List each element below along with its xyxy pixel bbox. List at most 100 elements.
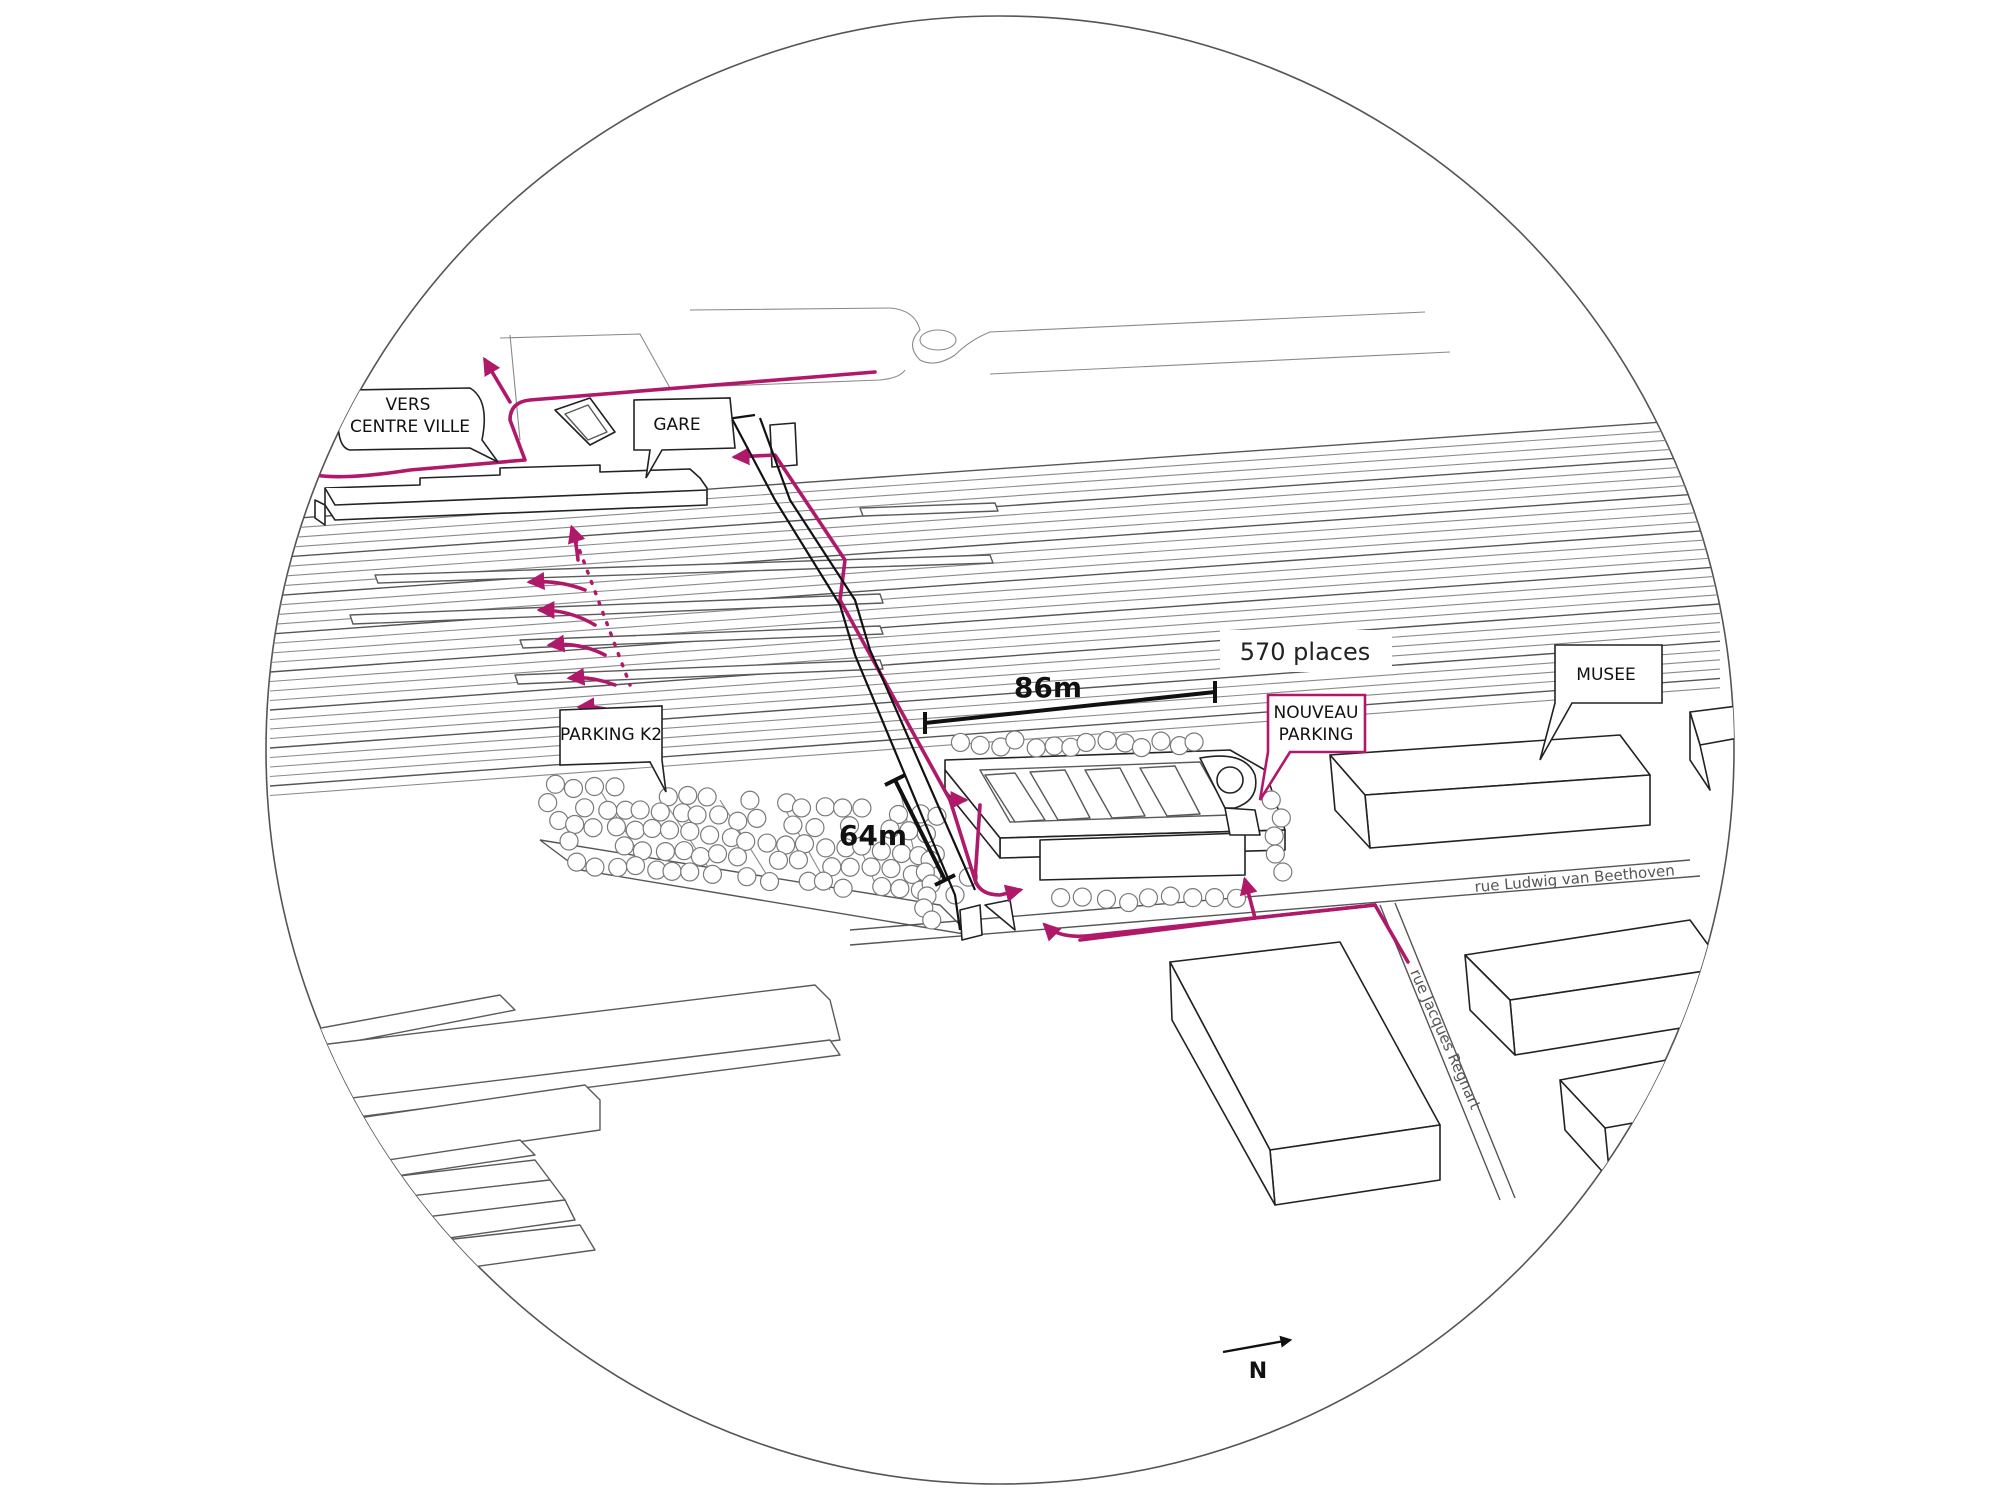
tree bbox=[658, 787, 678, 807]
rail-line bbox=[269, 519, 1721, 626]
tree bbox=[700, 825, 720, 845]
rail-line bbox=[269, 603, 1721, 711]
tree bbox=[1119, 892, 1139, 913]
tree bbox=[890, 879, 910, 899]
rail-line bbox=[269, 463, 1721, 569]
tree bbox=[662, 861, 682, 881]
tree bbox=[1051, 888, 1071, 908]
label-parking-k2: PARKING K2 bbox=[560, 725, 662, 745]
tree bbox=[655, 841, 676, 862]
tree bbox=[1264, 826, 1284, 846]
tree bbox=[1131, 737, 1152, 758]
tree bbox=[659, 820, 680, 840]
tree bbox=[757, 833, 777, 853]
tree bbox=[1160, 886, 1181, 906]
tree bbox=[736, 831, 756, 851]
trees-new-parking bbox=[914, 730, 1293, 930]
tree bbox=[815, 797, 835, 817]
tree bbox=[839, 816, 860, 836]
tree bbox=[1273, 862, 1293, 882]
tree bbox=[872, 876, 892, 897]
tree bbox=[709, 805, 729, 825]
tree bbox=[687, 805, 707, 825]
tree bbox=[642, 818, 662, 839]
rail-line bbox=[269, 501, 1721, 607]
tree bbox=[833, 878, 853, 898]
north-arrow-icon bbox=[1222, 1335, 1293, 1354]
rail-line bbox=[269, 547, 1721, 654]
label-vers: VERS bbox=[386, 395, 431, 415]
tree bbox=[614, 836, 634, 856]
tree bbox=[1261, 790, 1281, 810]
tree bbox=[794, 834, 815, 854]
tree bbox=[1115, 733, 1135, 753]
tree bbox=[707, 844, 728, 864]
tree bbox=[840, 857, 860, 877]
tree bbox=[768, 850, 789, 870]
tree bbox=[852, 798, 872, 818]
tree bbox=[1151, 731, 1171, 751]
tree bbox=[559, 831, 579, 851]
new-parking-building bbox=[944, 749, 1286, 941]
dimension-86m bbox=[923, 681, 1217, 734]
tree bbox=[881, 858, 901, 879]
tree bbox=[575, 798, 595, 818]
tree bbox=[697, 787, 717, 807]
callout-parking-k2 bbox=[559, 705, 667, 793]
tree bbox=[678, 785, 698, 806]
tree bbox=[584, 776, 605, 797]
rail-line bbox=[269, 631, 1721, 740]
tree bbox=[791, 798, 812, 818]
rail-line bbox=[269, 538, 1721, 645]
tree bbox=[788, 850, 809, 870]
tree bbox=[598, 800, 618, 820]
tree bbox=[747, 808, 767, 828]
north-arrow: N bbox=[1222, 1335, 1293, 1384]
places-label-bg bbox=[1220, 630, 1392, 672]
tree bbox=[861, 857, 881, 877]
label-parking: PARKING bbox=[1279, 725, 1354, 745]
tree bbox=[728, 811, 748, 831]
tree bbox=[625, 855, 646, 876]
station-building bbox=[314, 397, 798, 526]
tree bbox=[1072, 887, 1092, 907]
tree bbox=[650, 802, 670, 822]
tree bbox=[702, 864, 723, 884]
rail-line bbox=[269, 640, 1721, 749]
tree bbox=[565, 814, 585, 835]
label-north: N bbox=[1249, 1359, 1267, 1384]
rail-line bbox=[269, 556, 1721, 664]
tree bbox=[1265, 844, 1285, 864]
tree bbox=[816, 838, 836, 858]
tree bbox=[605, 777, 625, 797]
tree bbox=[625, 820, 645, 840]
tree bbox=[630, 800, 650, 820]
tree bbox=[1226, 888, 1247, 908]
tree bbox=[970, 735, 990, 755]
label-centre-ville: CENTRE VILLE bbox=[350, 417, 470, 437]
label-gare: GARE bbox=[653, 415, 700, 435]
rail-line bbox=[269, 473, 1721, 578]
label-64m: 64m bbox=[839, 819, 907, 852]
streets bbox=[849, 859, 1701, 1201]
tree bbox=[880, 819, 900, 839]
tree bbox=[583, 818, 603, 838]
tree bbox=[737, 867, 757, 887]
tree bbox=[759, 871, 780, 892]
tree bbox=[888, 804, 909, 825]
rail-line bbox=[269, 584, 1721, 692]
label-nouveau: NOUVEAU bbox=[1274, 703, 1359, 723]
tree bbox=[545, 774, 566, 794]
dimension-64m bbox=[884, 773, 956, 887]
tree bbox=[1097, 730, 1117, 751]
callout-nouveau-parking bbox=[1258, 693, 1367, 801]
rail-line bbox=[269, 482, 1721, 588]
tree bbox=[680, 862, 700, 882]
tree bbox=[1096, 889, 1117, 909]
tree bbox=[852, 836, 872, 856]
tree bbox=[813, 871, 834, 891]
tree bbox=[871, 841, 891, 861]
tree bbox=[727, 847, 748, 867]
rail-line bbox=[269, 677, 1721, 787]
